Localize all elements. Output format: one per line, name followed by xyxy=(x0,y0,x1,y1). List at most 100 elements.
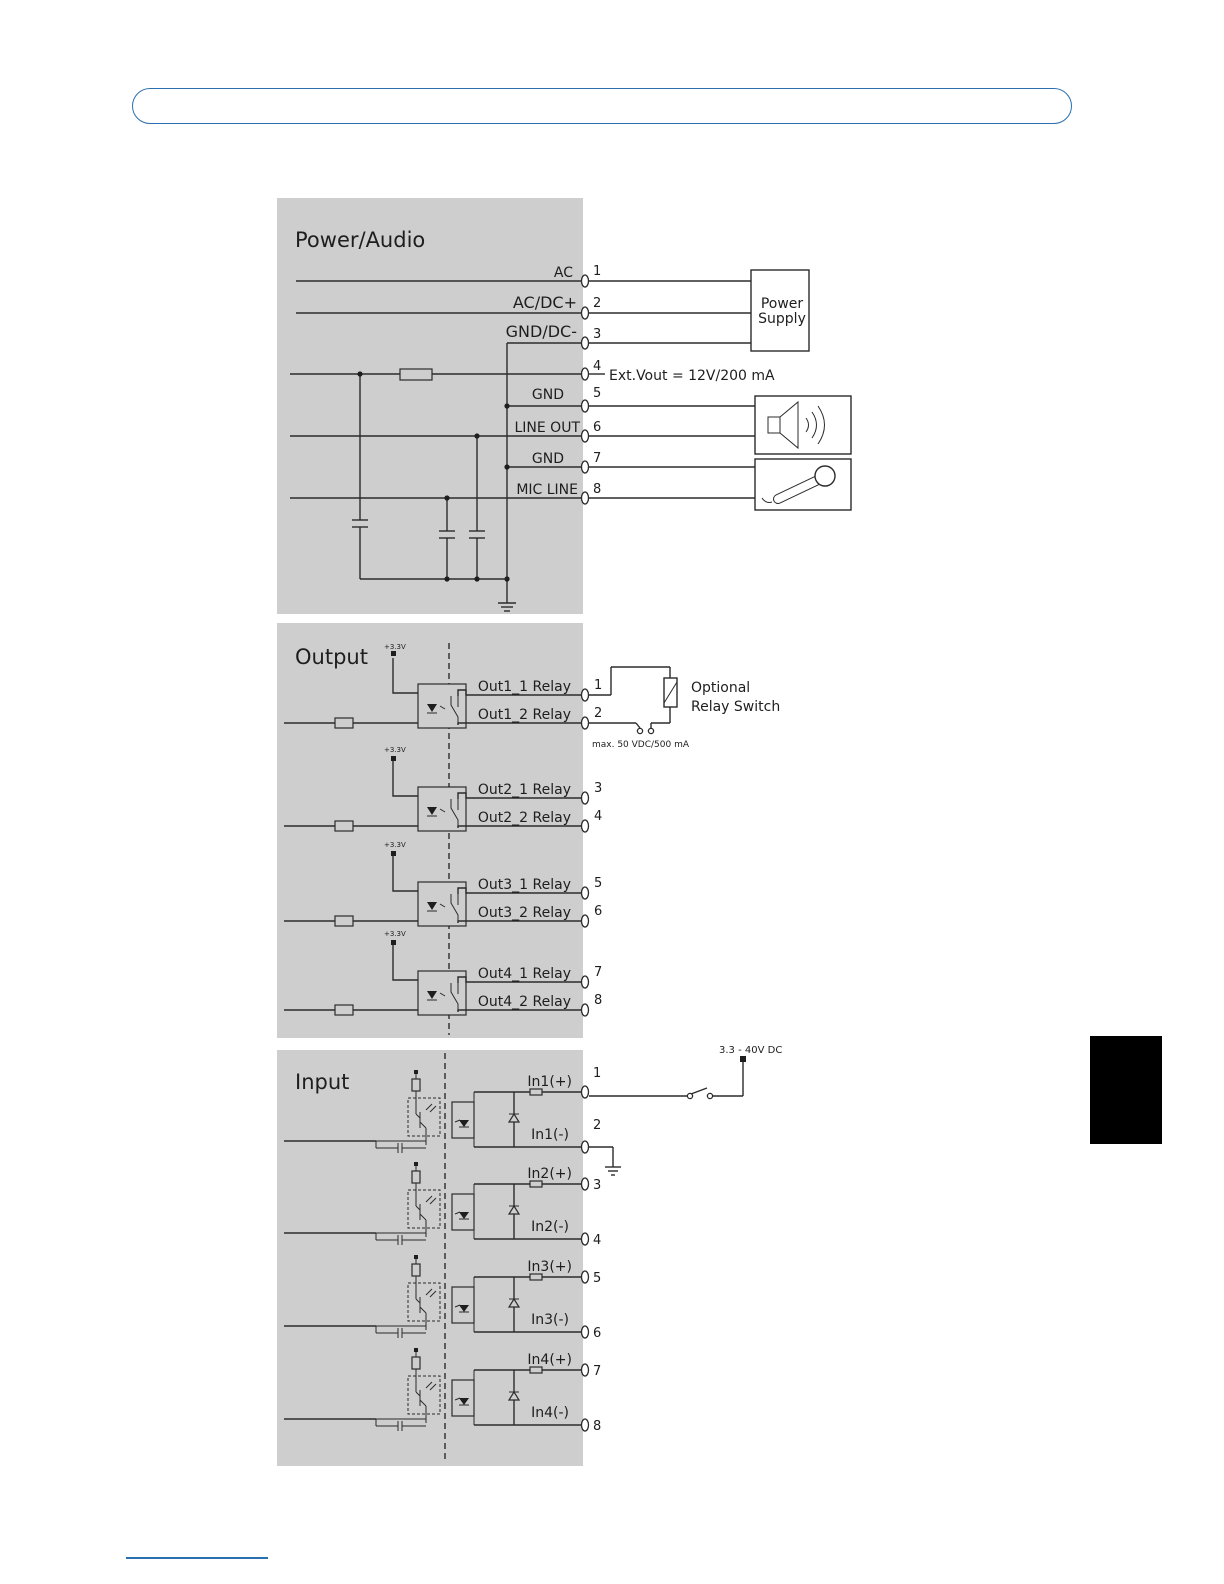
supply-label: +3.3V xyxy=(384,746,406,754)
input-signal-label: In3(+) xyxy=(527,1259,572,1275)
input-pin-number: 8 xyxy=(593,1419,601,1434)
output-pin-number: 8 xyxy=(594,993,602,1008)
power-signal-3: GND/DC- xyxy=(506,322,577,341)
terminal-icon xyxy=(580,975,590,989)
relay-switch-label-1: Optional xyxy=(691,680,750,696)
supply-terminal-icon xyxy=(414,1255,418,1259)
input-stage-1: In1(+) In1(-) 1 2 xyxy=(284,1066,601,1154)
terminal-icon xyxy=(580,1003,590,1017)
terminal-icon xyxy=(580,1363,590,1377)
power-pin-4: 4 xyxy=(593,359,601,374)
header-bar xyxy=(132,88,1072,124)
input-signal-label: In1(+) xyxy=(527,1074,572,1090)
power-signal-8: MIC LINE xyxy=(516,482,578,498)
output-pin-number: 5 xyxy=(594,876,602,891)
power-audio-panel: Power/Audio xyxy=(277,198,852,614)
power-supply-label-1: Power xyxy=(761,296,804,312)
power-pin-5: 5 xyxy=(593,386,601,401)
power-pin-1: 1 xyxy=(593,264,601,279)
output-signal-label: Out4_1 Relay xyxy=(478,966,571,982)
resistor-icon xyxy=(334,1004,354,1016)
supply-terminal-icon xyxy=(391,756,396,761)
terminal-icon xyxy=(580,716,590,730)
supply-label: +3.3V xyxy=(384,841,406,849)
power-supply-box xyxy=(750,269,810,352)
input-panel-bg xyxy=(277,1050,583,1466)
input-stage-4: In4(+)In4(-)78 xyxy=(284,1348,601,1434)
input-pin-number: 2 xyxy=(593,1118,601,1133)
ext-vout-label: Ext.Vout = 12V/200 mA xyxy=(609,368,775,384)
output-pin-number: 1 xyxy=(594,678,602,693)
resistor-icon xyxy=(411,1263,421,1277)
terminal-icon xyxy=(580,1325,590,1339)
output-signal-label: Out1_1 Relay xyxy=(478,679,571,695)
chapter-tab xyxy=(1090,1036,1162,1144)
input-pin-number: 7 xyxy=(593,1364,601,1379)
supply-terminal-icon xyxy=(391,851,396,856)
terminal-icon xyxy=(580,1418,590,1432)
power-pin-8: 8 xyxy=(593,482,601,497)
input-pin-number: 1 xyxy=(593,1066,601,1081)
terminal-icon xyxy=(580,1140,590,1154)
input-stage-3: In3(+) In3(-) 5 6 xyxy=(284,1255,601,1341)
resistor-icon xyxy=(411,1170,421,1184)
output-signal-label: Out1_2 Relay xyxy=(478,707,571,723)
diode-icon xyxy=(507,1112,521,1123)
power-signal-5: GND xyxy=(532,387,564,403)
terminal-icon xyxy=(580,688,590,702)
input-pin-number: 3 xyxy=(593,1178,601,1193)
power-signal-7: GND xyxy=(532,451,564,467)
output-signal-label: Out2_1 Relay xyxy=(478,782,571,798)
phototransistor-icon xyxy=(407,1097,441,1137)
input-signal-label: In2(+) xyxy=(527,1166,572,1182)
input-signal-label: In4(+) xyxy=(527,1352,572,1368)
power-signal-1: AC xyxy=(554,265,573,281)
speaker-box xyxy=(754,395,852,455)
resistor-icon xyxy=(411,1078,421,1092)
power-signal-2: AC/DC+ xyxy=(513,293,577,312)
resistor-icon xyxy=(334,915,354,927)
diode-icon xyxy=(507,1204,521,1215)
supply-terminal-icon xyxy=(414,1348,418,1352)
terminal-icon xyxy=(580,791,590,805)
output-pin-number: 2 xyxy=(594,706,602,721)
input-pin-number: 4 xyxy=(593,1233,601,1248)
terminal-icon xyxy=(580,1177,590,1191)
output-pin-number: 4 xyxy=(594,809,602,824)
output-panel-title: Output xyxy=(295,645,368,669)
terminal-icon xyxy=(580,1232,590,1246)
terminal-icon xyxy=(580,819,590,833)
input-panel-title: Input xyxy=(295,1070,349,1094)
power-pin-2: 2 xyxy=(593,296,601,311)
terminal-icon xyxy=(580,914,590,928)
resistor-icon xyxy=(334,717,354,729)
output-pin-number: 7 xyxy=(594,965,602,980)
resistor-icon xyxy=(334,820,354,832)
terminal-icon xyxy=(580,886,590,900)
diode-icon xyxy=(507,1390,521,1401)
input-signal-label: In2(-) xyxy=(531,1219,569,1235)
supply-label: +3.3V xyxy=(384,930,406,938)
supply-terminal-icon xyxy=(391,940,396,945)
output-signal-label: Out4_2 Relay xyxy=(478,994,571,1010)
resistor-icon xyxy=(399,368,433,381)
power-pin-3: 3 xyxy=(593,327,601,342)
power-supply-label-2: Supply xyxy=(758,311,806,327)
terminal-icon xyxy=(580,1270,590,1284)
dc-range-label: 3.3 - 40V DC xyxy=(719,1045,782,1056)
input-pin-number: 5 xyxy=(593,1271,601,1286)
input-signal-label: In3(-) xyxy=(531,1312,569,1328)
output-pin-number: 6 xyxy=(594,904,602,919)
output-signal-label: Out3_2 Relay xyxy=(478,905,571,921)
speaker-icon xyxy=(767,400,825,450)
power-panel-title: Power/Audio xyxy=(295,228,425,252)
input-signal-label: In1(-) xyxy=(531,1127,569,1143)
input-pin-number: 6 xyxy=(593,1326,601,1341)
output-signal-label: Out3_1 Relay xyxy=(478,877,571,893)
